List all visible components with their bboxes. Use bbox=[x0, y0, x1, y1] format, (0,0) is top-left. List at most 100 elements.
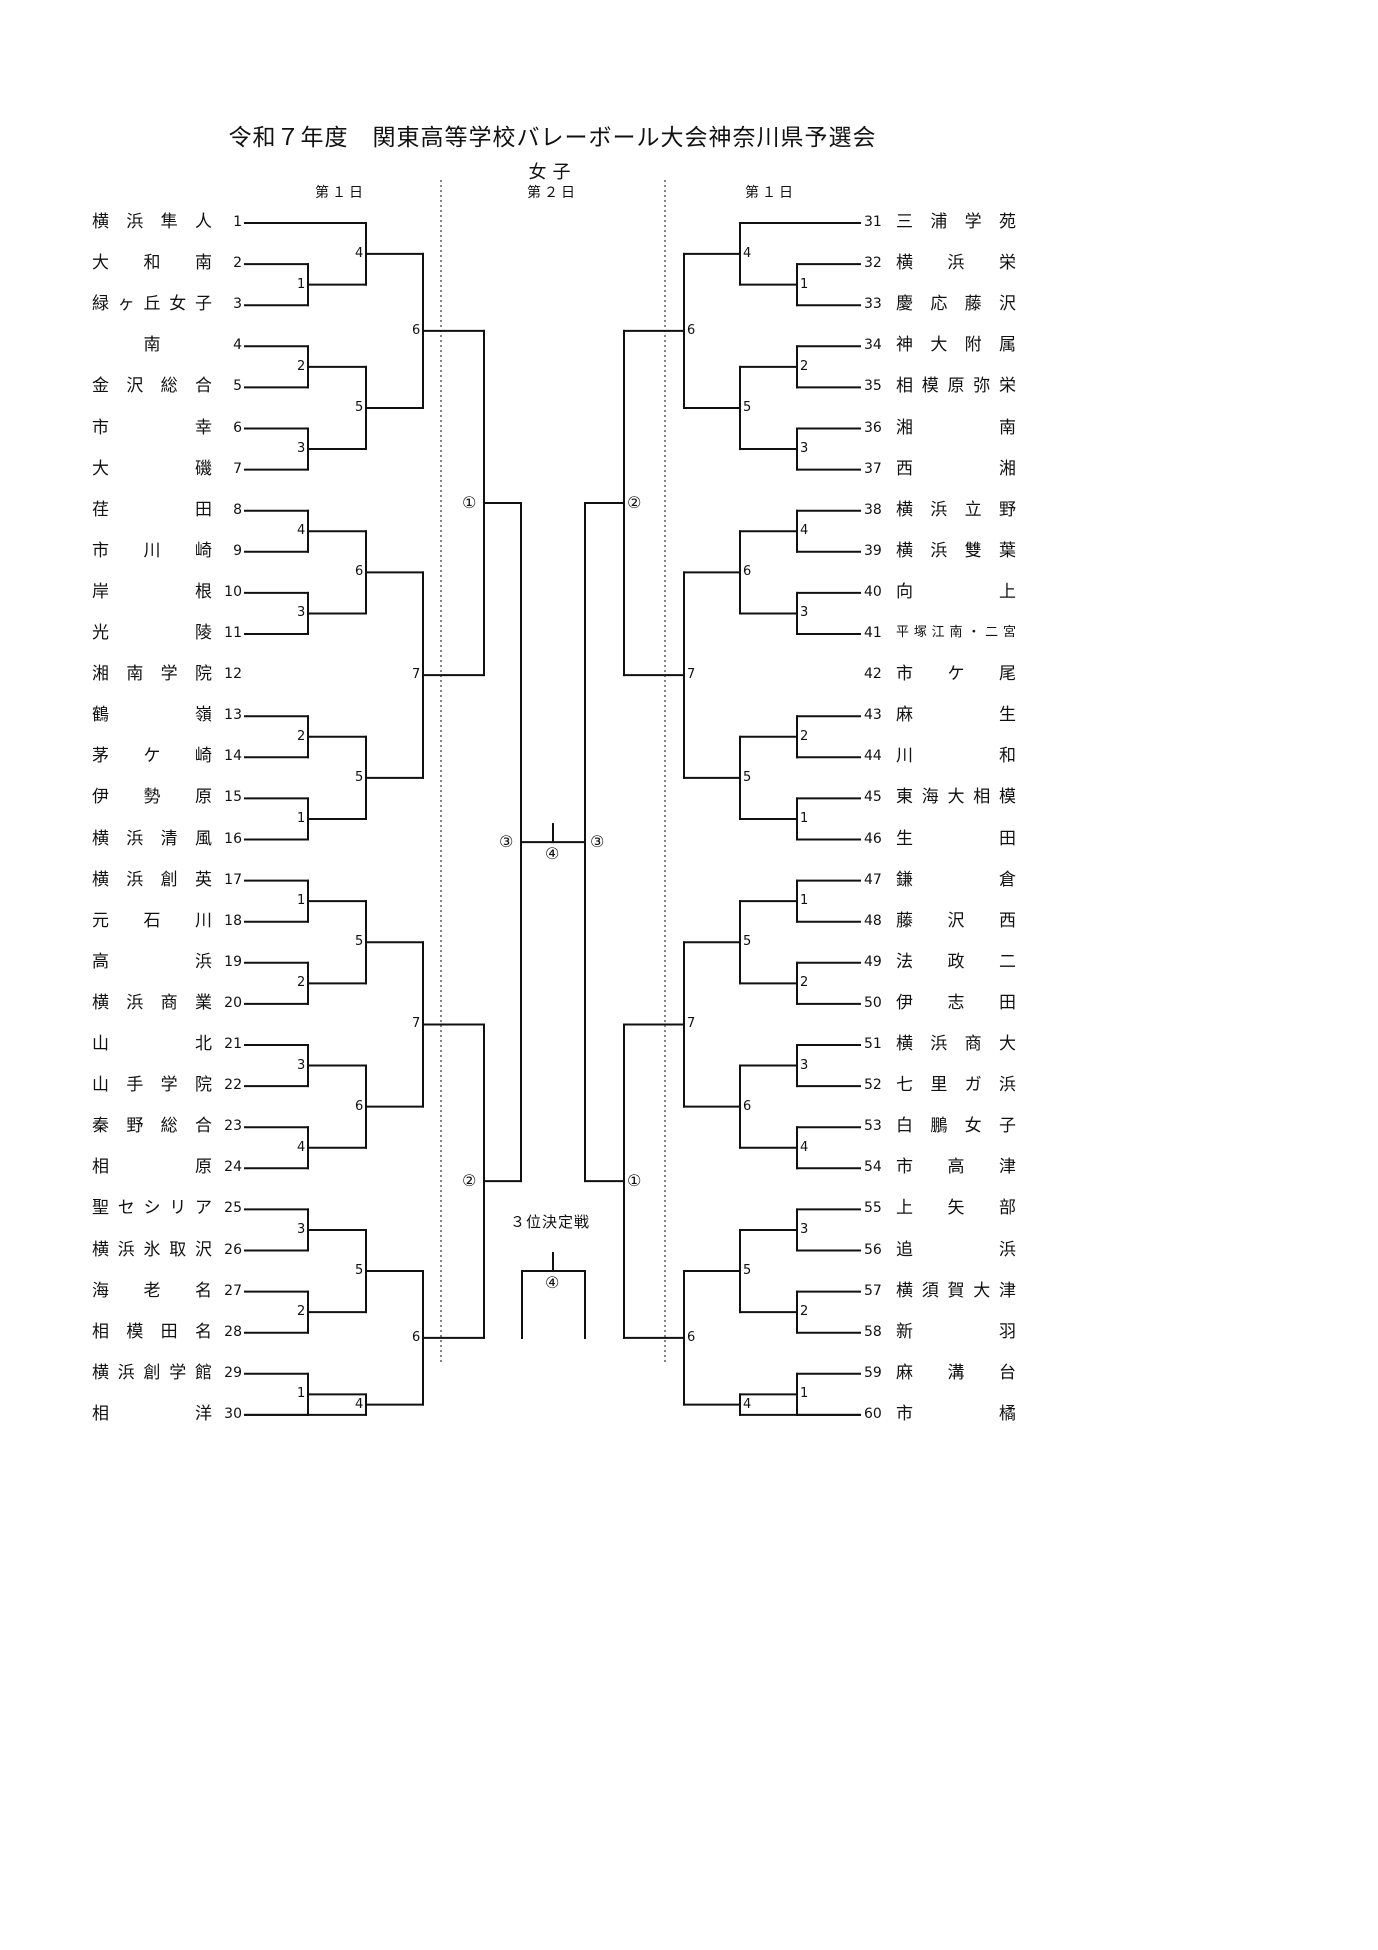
match-number: ③ bbox=[499, 832, 514, 852]
team-seed: 17 bbox=[224, 871, 242, 888]
team-name: 白鵬女子 bbox=[896, 1116, 1016, 1137]
match-number: 2 bbox=[800, 1304, 809, 1320]
team-seed: 9 bbox=[233, 542, 242, 559]
team-name: 生田 bbox=[896, 828, 1016, 849]
team-seed: 22 bbox=[224, 1077, 242, 1094]
team-seed: 50 bbox=[864, 994, 882, 1011]
team-seed: 1 bbox=[233, 214, 242, 230]
match-number: 3 bbox=[800, 1221, 809, 1237]
team-seed: 24 bbox=[224, 1159, 242, 1176]
team-name: 神大附属 bbox=[896, 335, 1016, 356]
match-number: 6 bbox=[355, 1098, 364, 1114]
match-number: 6 bbox=[412, 1329, 421, 1345]
team-seed: 12 bbox=[224, 666, 242, 683]
team-seed: 60 bbox=[864, 1405, 882, 1422]
team-name: 相模原弥栄 bbox=[896, 376, 1016, 397]
team-seed: 8 bbox=[233, 501, 242, 518]
match-number: 1 bbox=[297, 1386, 306, 1402]
match-number: 4 bbox=[355, 1396, 364, 1412]
page-subtitle: 女子 bbox=[528, 162, 577, 183]
match-number: 6 bbox=[687, 322, 696, 338]
team-seed: 3 bbox=[233, 296, 242, 313]
team-seed: 43 bbox=[864, 707, 882, 724]
match-number: 7 bbox=[687, 1016, 696, 1032]
team-name: 川和 bbox=[896, 746, 1016, 767]
match-number: 4 bbox=[743, 1396, 752, 1412]
match-number: 2 bbox=[800, 975, 809, 991]
team-seed: 41 bbox=[864, 625, 882, 641]
team-name: 高浜 bbox=[92, 951, 212, 972]
team-name: 山北 bbox=[92, 1034, 212, 1054]
team-name: 横浜隼人 bbox=[92, 212, 212, 232]
team-name: 向上 bbox=[896, 581, 1016, 602]
match-number: 6 bbox=[743, 564, 752, 580]
match-number: 1 bbox=[800, 810, 809, 826]
match-number: 2 bbox=[297, 358, 306, 374]
team-seed: 35 bbox=[864, 378, 882, 395]
team-seed: 38 bbox=[864, 501, 882, 518]
match-number: 5 bbox=[743, 934, 752, 950]
team-name: 市川崎 bbox=[92, 540, 212, 561]
team-name: 法政二 bbox=[896, 951, 1016, 972]
team-seed: 37 bbox=[864, 460, 882, 477]
match-number: ② bbox=[627, 492, 642, 512]
match-number: 1 bbox=[297, 276, 306, 292]
team-name: 海老名 bbox=[92, 1280, 212, 1301]
team-seed: 2 bbox=[233, 255, 242, 272]
team-seed: 42 bbox=[864, 666, 882, 683]
team-seed: 6 bbox=[233, 419, 242, 436]
team-seed: 5 bbox=[233, 378, 242, 395]
team-name: 湘南 bbox=[896, 417, 1016, 438]
team-seed: 7 bbox=[233, 460, 242, 477]
match-number: 6 bbox=[412, 322, 421, 338]
match-number: 4 bbox=[297, 1139, 306, 1155]
team-name: 三浦学苑 bbox=[896, 212, 1016, 232]
match-number: 5 bbox=[355, 1263, 364, 1279]
day-label-center: 第２日 bbox=[527, 185, 578, 201]
team-seed: 59 bbox=[864, 1364, 882, 1381]
team-name: 藤沢西 bbox=[896, 910, 1016, 931]
match-number: 4 bbox=[800, 1139, 809, 1155]
team-name: 横浜立野 bbox=[896, 499, 1016, 520]
match-number: 3 bbox=[297, 605, 306, 621]
team-seed: 58 bbox=[864, 1323, 882, 1340]
team-name: 横浜栄 bbox=[896, 253, 1016, 274]
team-seed: 53 bbox=[864, 1118, 882, 1135]
team-seed: 30 bbox=[224, 1405, 242, 1422]
match-number: 3 bbox=[297, 1057, 306, 1073]
team-name: 七里ガ浜 bbox=[896, 1075, 1016, 1096]
third-place-label: ３位決定戦 bbox=[510, 1213, 591, 1231]
team-name: 横浜創英 bbox=[92, 869, 212, 890]
team-name: 相洋 bbox=[92, 1403, 212, 1424]
team-name: 光陵 bbox=[92, 623, 212, 643]
match-number: 3 bbox=[800, 605, 809, 621]
match-number: 5 bbox=[355, 769, 364, 785]
team-name: 市ケ尾 bbox=[896, 664, 1016, 685]
team-name: 市橘 bbox=[896, 1403, 1016, 1424]
team-seed: 49 bbox=[864, 953, 882, 970]
match-number: 6 bbox=[743, 1098, 752, 1114]
match-number: 2 bbox=[297, 975, 306, 991]
team-name: 慶応藤沢 bbox=[896, 294, 1016, 315]
match-number: 5 bbox=[355, 399, 364, 415]
team-seed: 21 bbox=[224, 1036, 242, 1052]
team-seed: 11 bbox=[224, 625, 242, 641]
team-name: 横浜氷取沢 bbox=[92, 1239, 212, 1260]
team-seed: 27 bbox=[224, 1282, 242, 1299]
team-seed: 10 bbox=[224, 583, 242, 600]
match-number: 6 bbox=[355, 564, 364, 580]
match-number: 1 bbox=[297, 810, 306, 826]
team-name: 麻溝台 bbox=[896, 1362, 1016, 1383]
team-seed: 23 bbox=[224, 1118, 242, 1135]
team-seed: 51 bbox=[864, 1036, 882, 1052]
team-name: 横浜商大 bbox=[896, 1034, 1016, 1054]
match-number: ① bbox=[462, 492, 477, 512]
team-name: 聖セシリア bbox=[92, 1198, 212, 1219]
team-seed: 20 bbox=[224, 994, 242, 1011]
team-seed: 57 bbox=[864, 1282, 882, 1299]
match-number: 7 bbox=[687, 667, 696, 683]
team-name: 横浜創学館 bbox=[92, 1362, 212, 1383]
team-name: 西湘 bbox=[896, 458, 1016, 479]
team-seed: 33 bbox=[864, 296, 882, 313]
team-name: 大磯 bbox=[92, 458, 212, 479]
